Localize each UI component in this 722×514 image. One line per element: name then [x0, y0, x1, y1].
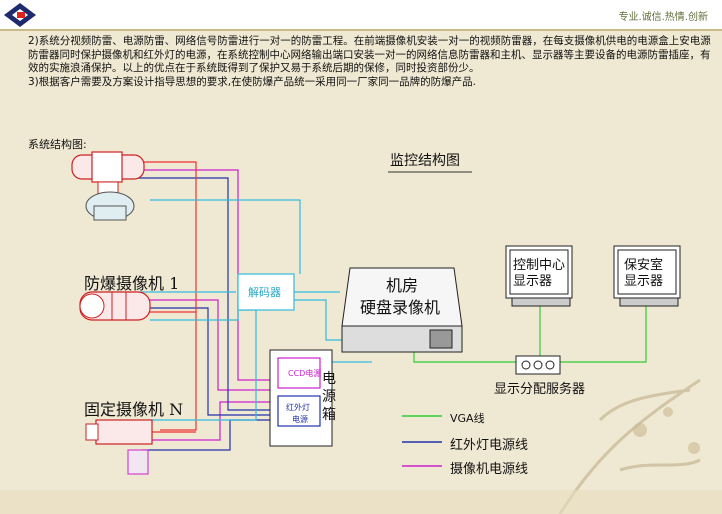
- monitor-1-label-2: 显示器: [513, 274, 553, 289]
- legend-camera-label: 摄像机电源线: [450, 462, 529, 477]
- camera-1-label: 防爆摄像机 1: [84, 274, 180, 293]
- security-room-monitor: [613, 245, 681, 307]
- vga-distributor: [515, 355, 561, 375]
- ccd-power-label: CCD电源: [288, 369, 322, 378]
- monitor-2-label-1: 保安室: [624, 258, 664, 273]
- power-box-char-3: 箱: [322, 407, 336, 423]
- monitor-2-label-2: 显示器: [624, 274, 664, 289]
- ir-power-label-1: 红外灯: [286, 403, 310, 412]
- monitor-1-label-1: 控制中心: [513, 258, 566, 273]
- power-box-char-1: 电: [322, 371, 336, 387]
- ir-power-label-2: 电源: [292, 415, 308, 424]
- explosion-proof-camera-top: [71, 151, 145, 221]
- fixed-camera-n: [85, 419, 153, 475]
- intro-text: 2)系统分视频防雷、电源防雷、网络信号防雷进行一对一的防雷工程。在前端摄像机安装…: [28, 35, 716, 89]
- control-lines: [140, 199, 342, 421]
- intro-line-1: 2)系统分视频防雷、电源防雷、网络信号防雷进行一对一的防雷工程。在前端摄像机安装…: [28, 35, 711, 74]
- dvr-device: [341, 267, 463, 353]
- diagram-title: 监控结构图: [390, 153, 460, 169]
- legend-ir-label: 红外灯电源线: [450, 438, 529, 453]
- logo-icon: [4, 3, 36, 27]
- intro-line-2: 3)根据客户需要及方案设计指导思想的要求,在使防爆产品统一采用同一厂家同一品牌的…: [28, 75, 476, 88]
- header-tagline: 专业.诚信.热情.创新: [618, 12, 708, 23]
- control-center-monitor: [505, 245, 573, 307]
- power-box: [269, 349, 333, 447]
- decoder-box: [237, 273, 295, 311]
- decoder-label: 解码器: [248, 286, 281, 299]
- distributor-label: 显示分配服务器: [494, 382, 586, 397]
- structure-label: 系统结构图:: [28, 138, 87, 151]
- dvr-label-1: 机房: [386, 276, 419, 295]
- camera-n-label: 固定摄像机 N: [84, 400, 184, 419]
- dvr-label-2: 硬盘录像机: [360, 298, 441, 317]
- legend-vga-label: VGA线: [450, 412, 485, 425]
- explosion-proof-camera-1: [79, 291, 151, 321]
- vga-lines: [413, 306, 647, 363]
- power-box-char-2: 源: [322, 389, 336, 405]
